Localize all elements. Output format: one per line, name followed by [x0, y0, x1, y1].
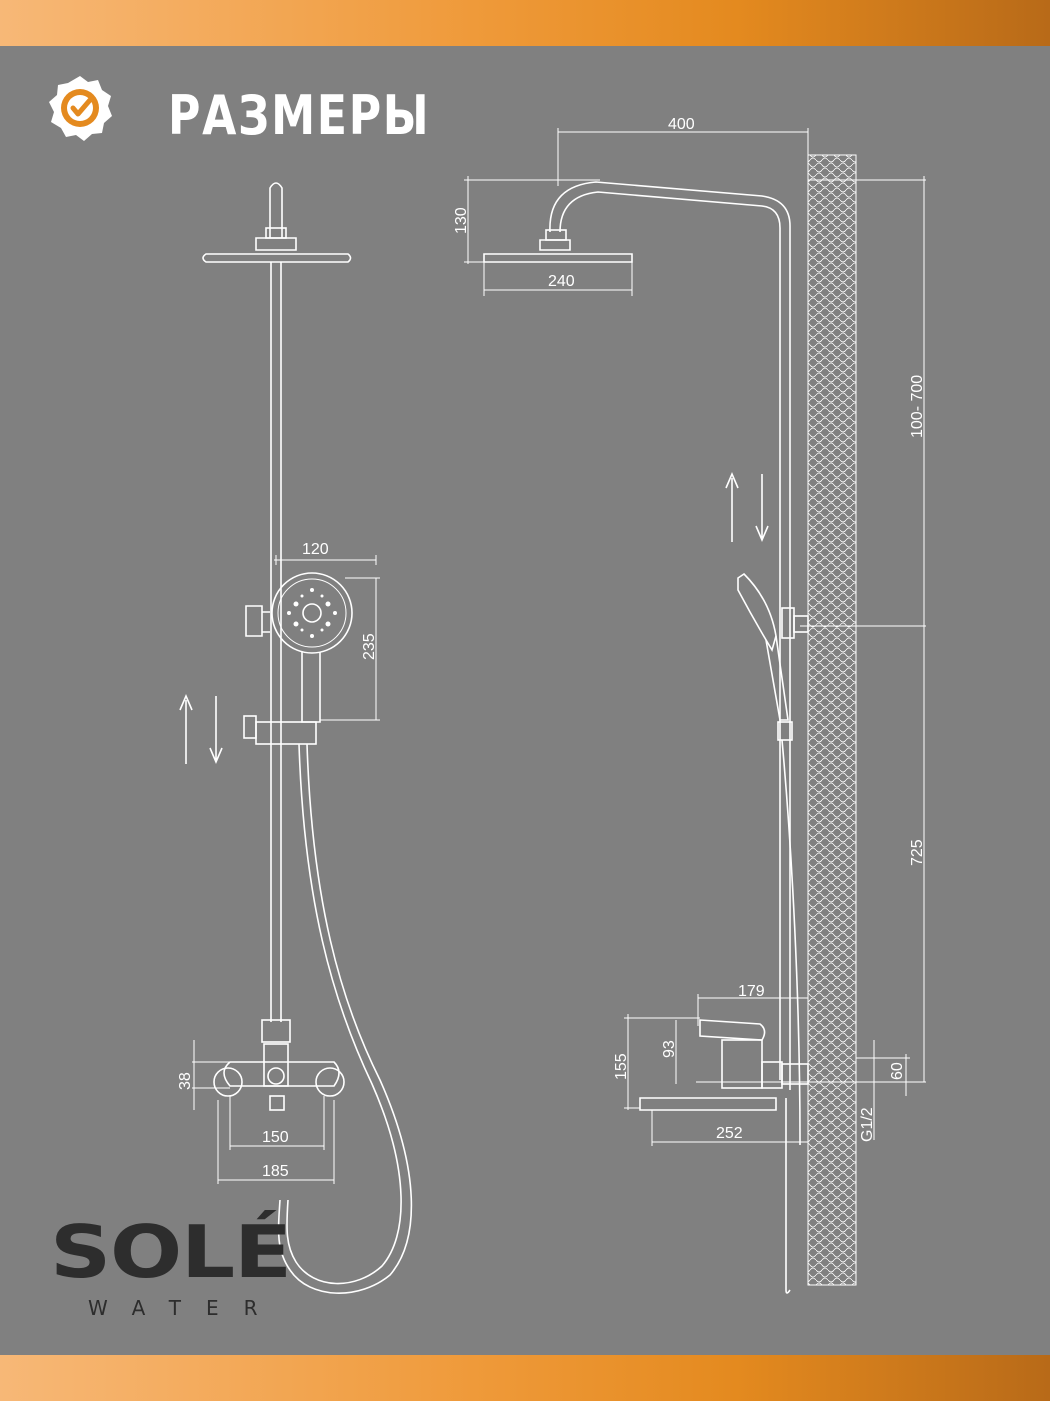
- front-slide-bar: [270, 262, 282, 1022]
- dim-valve-height: 38: [177, 1072, 194, 1090]
- side-lower-pipe: [785, 1098, 791, 1294]
- side-head-hub: [539, 239, 571, 251]
- arrow-up-icon: [179, 693, 193, 764]
- dim-thread: G1/2: [859, 1107, 876, 1142]
- side-arm-inner: [559, 191, 781, 1080]
- checkmark-badge-icon: [49, 76, 112, 141]
- side-wall-cover: [781, 1063, 809, 1085]
- dim-wall-plate: 60: [889, 1062, 906, 1080]
- side-lever: [699, 1019, 766, 1041]
- side-eccentric: [761, 1061, 783, 1089]
- front-head-connector: [265, 227, 287, 239]
- side-dim-lines-wall: [856, 1040, 910, 1140]
- top-accent-band: [0, 0, 1050, 46]
- front-view: 120 235 38 150 185: [177, 182, 413, 1294]
- front-slider-knob: [243, 715, 257, 739]
- front-upper-holder: [245, 605, 270, 637]
- front-mixer-knob: [267, 1067, 285, 1085]
- front-handshower-center: [302, 603, 322, 623]
- front-handshower-ring: [277, 578, 347, 648]
- front-slider-holder: [255, 721, 317, 745]
- side-hose: [781, 739, 801, 1145]
- front-dim-lines-centers: [229, 1096, 325, 1150]
- front-handshower-grip: [301, 652, 321, 723]
- bottom-accent-band: [0, 1355, 1050, 1401]
- side-spout: [639, 1097, 777, 1111]
- side-view: 400 130 240 100- 700 725 179 155 93 252 …: [453, 116, 926, 1294]
- dim-centers: 150: [262, 1129, 289, 1146]
- side-dim-lines-lever: [697, 994, 809, 1026]
- dim-head-drop: 130: [453, 207, 470, 234]
- dim-overall-width: 185: [262, 1163, 289, 1180]
- side-mixer-body: [721, 1039, 763, 1089]
- dim-spout-length: 252: [716, 1125, 743, 1142]
- dim-mixer-height: 155: [613, 1053, 630, 1080]
- arrow-up-icon: [725, 471, 739, 542]
- front-hose: [277, 743, 413, 1294]
- brand-sub: WATER: [88, 1296, 283, 1320]
- brand-name: SOLÉ: [50, 1210, 292, 1294]
- dim-head-diameter: 240: [548, 273, 575, 290]
- wall-section: [807, 154, 857, 1286]
- side-dim-lines-drop: [464, 176, 600, 264]
- front-left-eccentric: [213, 1067, 243, 1097]
- side-handshower-grip: [765, 635, 789, 721]
- dim-arm-reach: 400: [668, 116, 695, 133]
- front-handshower-face: [271, 572, 353, 654]
- front-diverter: [261, 1019, 291, 1043]
- side-wall-bracket-plate: [793, 615, 809, 633]
- brand-logo: SOLÉ WATER: [50, 1214, 350, 1320]
- front-dim-lines-overall: [217, 1100, 335, 1184]
- front-head-hub: [255, 237, 297, 251]
- front-dim-lines-valve: [192, 1040, 230, 1110]
- front-slide-arrows: [179, 693, 223, 765]
- side-dim-lines-head: [483, 262, 633, 296]
- side-dim-lines-arm: [557, 128, 809, 186]
- side-wall-bracket: [781, 607, 795, 639]
- dim-handshower-width: 120: [302, 541, 329, 558]
- front-right-eccentric: [315, 1067, 345, 1097]
- dim-handshower-height: 235: [361, 633, 378, 660]
- front-top-riser: [269, 182, 283, 238]
- front-mixer-body: [263, 1043, 289, 1087]
- page-title: РАЗМЕРЫ: [168, 84, 431, 147]
- dim-lever-height: 93: [661, 1040, 678, 1058]
- side-dim-lines-spout: [651, 1098, 809, 1146]
- front-hose-inner: [286, 743, 402, 1285]
- side-rain-head: [483, 253, 633, 263]
- side-dim-lines-height: [696, 176, 926, 1083]
- front-spout-outlet: [269, 1095, 285, 1111]
- arrow-down-icon: [755, 474, 769, 543]
- front-dim-lines-handshower: [274, 555, 380, 721]
- dim-lever-reach: 179: [738, 983, 765, 1000]
- arrow-down-icon: [209, 696, 223, 765]
- side-dim-lines-mixer: [624, 1014, 700, 1110]
- side-slider: [777, 721, 793, 741]
- side-slide-arrows: [725, 471, 769, 543]
- dim-bar-height: 725: [909, 839, 926, 866]
- side-handshower-head: [737, 572, 777, 652]
- front-rain-head: [202, 253, 352, 263]
- side-head-connector: [545, 229, 567, 241]
- side-arm-outer: [549, 181, 791, 1090]
- front-handshower-nozzles: [287, 588, 337, 638]
- dim-height-range: 100- 700: [909, 375, 926, 438]
